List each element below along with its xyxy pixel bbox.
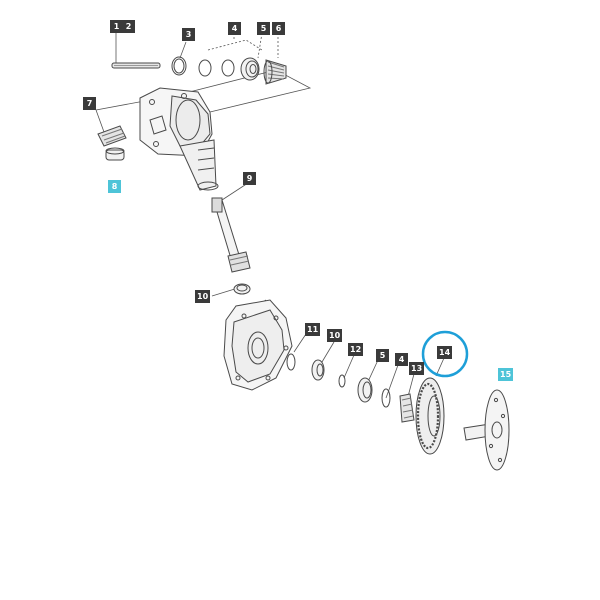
callout-10a[interactable]: 10 xyxy=(195,290,211,303)
shim-rings xyxy=(198,59,235,77)
spacer-12 xyxy=(338,374,346,388)
callout-4b[interactable]: 4 xyxy=(395,353,408,366)
ring-4b xyxy=(381,388,391,408)
upper-housing xyxy=(139,87,219,191)
bevel-gear-6 xyxy=(263,59,287,85)
callout-6[interactable]: 6 xyxy=(272,22,285,35)
callout-14[interactable]: 14 xyxy=(437,346,453,359)
vertical-shaft-9 xyxy=(211,197,251,273)
callout-3[interactable]: 3 xyxy=(182,28,195,41)
bearing-5 xyxy=(240,57,260,81)
circlip xyxy=(171,56,187,76)
ring-11 xyxy=(286,353,296,371)
bearing-10b xyxy=(311,359,325,381)
bevel-gear-7 xyxy=(97,125,127,147)
pin-shaft xyxy=(111,62,161,69)
bearing-5b xyxy=(357,377,373,403)
bearing-10a xyxy=(233,283,251,295)
lower-housing xyxy=(223,299,293,391)
selection-ring xyxy=(421,330,469,378)
bushing-8 xyxy=(105,147,125,161)
callout-4[interactable]: 4 xyxy=(228,22,241,35)
callout-5[interactable]: 5 xyxy=(257,22,270,35)
callout-13[interactable]: 13 xyxy=(409,362,425,375)
callout-5b[interactable]: 5 xyxy=(376,349,389,362)
callout-7[interactable]: 7 xyxy=(83,97,96,110)
callout-15[interactable]: 15 xyxy=(498,368,514,381)
callout-1[interactable]: 1 xyxy=(110,20,123,33)
callout-8[interactable]: 8 xyxy=(108,180,121,193)
callout-12[interactable]: 12 xyxy=(348,343,364,356)
flange-shaft-15 xyxy=(463,389,510,471)
callout-11[interactable]: 11 xyxy=(305,323,321,336)
callout-9[interactable]: 9 xyxy=(243,172,256,185)
callout-2[interactable]: 2 xyxy=(122,20,135,33)
callout-10b[interactable]: 10 xyxy=(327,329,343,342)
ring-gear-14 xyxy=(415,377,445,455)
bevel-pinion-13 xyxy=(399,393,415,423)
